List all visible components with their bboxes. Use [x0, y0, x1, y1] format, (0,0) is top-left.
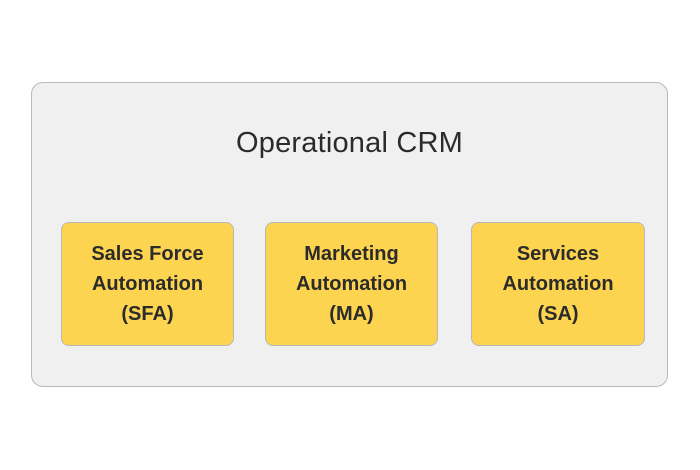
box-label-line: Marketing — [304, 243, 399, 265]
operational-crm-container: Operational CRM Sales Force Automation (… — [31, 82, 668, 387]
diagram-title: Operational CRM — [235, 127, 464, 159]
box-label-line: Services — [516, 243, 600, 265]
services-automation-box: Services Automation (SA) — [471, 222, 645, 346]
marketing-automation-box: Marketing Automation (MA) — [265, 222, 438, 346]
box-label-line: (MA) — [329, 303, 374, 325]
box-label-line: Automation — [502, 273, 614, 295]
box-label-line: Automation — [295, 273, 408, 295]
box-label-line: Automation — [91, 273, 204, 295]
box-label-line: (SFA) — [121, 303, 174, 325]
box-label-line: Sales Force — [91, 243, 204, 265]
box-label-line: (SA) — [537, 303, 579, 325]
sales-force-automation-box: Sales Force Automation (SFA) — [61, 222, 234, 346]
